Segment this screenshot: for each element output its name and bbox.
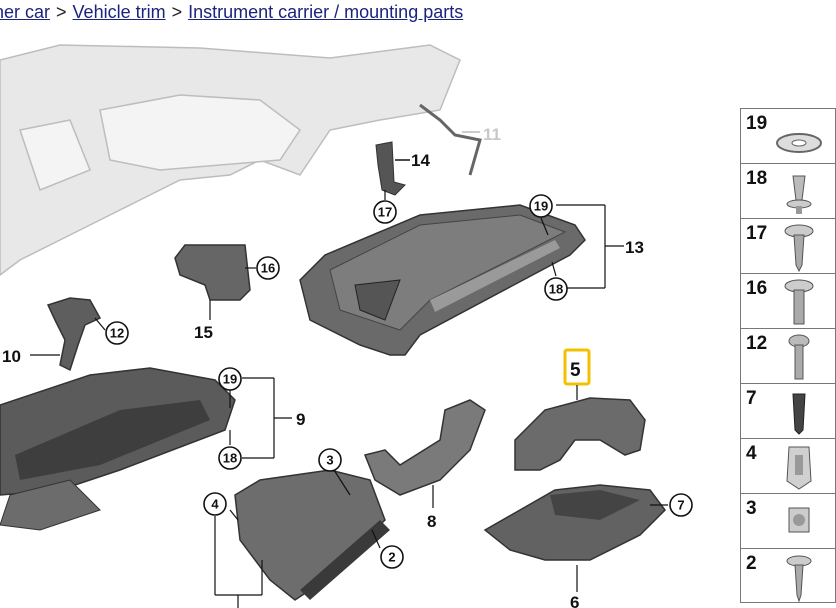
label-9: 9 xyxy=(296,410,305,429)
parts-diagram: 11 14 13 15 10 9 xyxy=(0,44,693,608)
breadcrumb: her car>Vehicle trim>Instrument carrier … xyxy=(0,2,463,23)
legend-item-16[interactable]: 16 xyxy=(740,273,836,328)
breadcrumb-separator: > xyxy=(56,2,67,22)
legend-number: 16 xyxy=(746,278,768,299)
callout-3[interactable]: 3 xyxy=(318,448,342,472)
callout-label: 12 xyxy=(110,326,124,341)
tapping-screw-icon xyxy=(786,555,812,603)
rubber-plug-icon xyxy=(792,393,806,435)
part-9-knee-panel[interactable] xyxy=(0,367,236,531)
callout-label: 18 xyxy=(223,451,237,466)
flange-bolt-icon xyxy=(784,279,814,325)
flange-screw-icon xyxy=(784,224,814,273)
callout-label: 7 xyxy=(677,498,684,513)
callout-label: 2 xyxy=(388,550,395,565)
legend-item-4[interactable]: 4 xyxy=(740,438,836,493)
legend-item-12[interactable]: 12 xyxy=(740,328,836,383)
label-8: 8 xyxy=(427,512,436,531)
callout-18-frame[interactable]: 18 xyxy=(544,277,568,301)
callout-19-frame[interactable]: 19 xyxy=(529,194,553,218)
legend-number: 12 xyxy=(746,333,768,354)
label-13: 13 xyxy=(625,238,644,257)
label-15: 15 xyxy=(194,323,213,342)
dashboard-outline xyxy=(0,44,461,276)
washer-icon xyxy=(776,133,822,153)
legend-number: 3 xyxy=(746,498,757,519)
callout-label: 18 xyxy=(549,282,563,297)
expansion-rivet-icon xyxy=(786,175,812,214)
label-6: 6 xyxy=(570,593,579,608)
part-4-glovebox[interactable] xyxy=(234,469,390,601)
callout-16[interactable]: 16 xyxy=(256,256,280,280)
callout-label: 4 xyxy=(211,497,219,512)
callout-17[interactable]: 17 xyxy=(373,200,397,224)
legend-number: 7 xyxy=(746,388,757,409)
part-11-bracket[interactable] xyxy=(419,103,482,176)
callout-4[interactable]: 4 xyxy=(203,492,227,516)
part-6-column-cover-lower[interactable] xyxy=(483,484,666,561)
breadcrumb-link-other-car[interactable]: her car xyxy=(0,2,51,22)
part-8-trim[interactable] xyxy=(363,399,486,496)
legend-number: 4 xyxy=(746,443,757,464)
part-5-column-cover-upper[interactable] xyxy=(514,397,646,471)
part-15-bracket[interactable] xyxy=(174,244,251,301)
part-10-bracket[interactable] xyxy=(46,297,102,372)
label-11: 11 xyxy=(483,125,501,144)
legend-item-19[interactable]: 19 xyxy=(740,108,836,163)
u-nut-icon xyxy=(788,507,810,533)
part-14-clip[interactable] xyxy=(375,141,406,196)
label-5: 5 xyxy=(570,360,581,381)
clip-nut-icon xyxy=(786,446,812,490)
callout-label: 19 xyxy=(223,372,237,387)
label-14: 14 xyxy=(411,151,430,170)
small-parts-legend: 19 18 17 16 12 7 4 3 2 xyxy=(740,108,836,603)
legend-item-3[interactable]: 3 xyxy=(740,493,836,548)
legend-item-7[interactable]: 7 xyxy=(740,383,836,438)
callout-19-knee[interactable]: 19 xyxy=(218,367,242,391)
callout-label: 16 xyxy=(261,261,275,276)
callout-12[interactable]: 12 xyxy=(105,321,129,345)
legend-item-18[interactable]: 18 xyxy=(740,163,836,218)
part-13-frame[interactable] xyxy=(299,204,586,356)
callout-label: 19 xyxy=(534,199,548,214)
legend-item-17[interactable]: 17 xyxy=(740,218,836,273)
breadcrumb-separator: > xyxy=(171,2,183,22)
callout-2[interactable]: 2 xyxy=(380,545,404,569)
callout-label: 17 xyxy=(378,205,392,220)
legend-item-2[interactable]: 2 xyxy=(740,548,836,603)
callout-7[interactable]: 7 xyxy=(669,493,693,517)
breadcrumb-link-vehicle-trim[interactable]: Vehicle trim xyxy=(72,2,166,22)
breadcrumb-link-instrument-carrier[interactable]: Instrument carrier / mounting parts xyxy=(188,2,464,22)
legend-number: 17 xyxy=(746,223,768,244)
legend-number: 19 xyxy=(746,113,768,134)
bolt-icon xyxy=(788,334,810,380)
legend-number: 2 xyxy=(746,553,757,574)
legend-number: 18 xyxy=(746,168,768,189)
callout-18-knee[interactable]: 18 xyxy=(218,446,242,470)
label-10: 10 xyxy=(2,347,21,366)
callout-label: 3 xyxy=(326,453,333,468)
label-5-highlight xyxy=(563,348,591,386)
